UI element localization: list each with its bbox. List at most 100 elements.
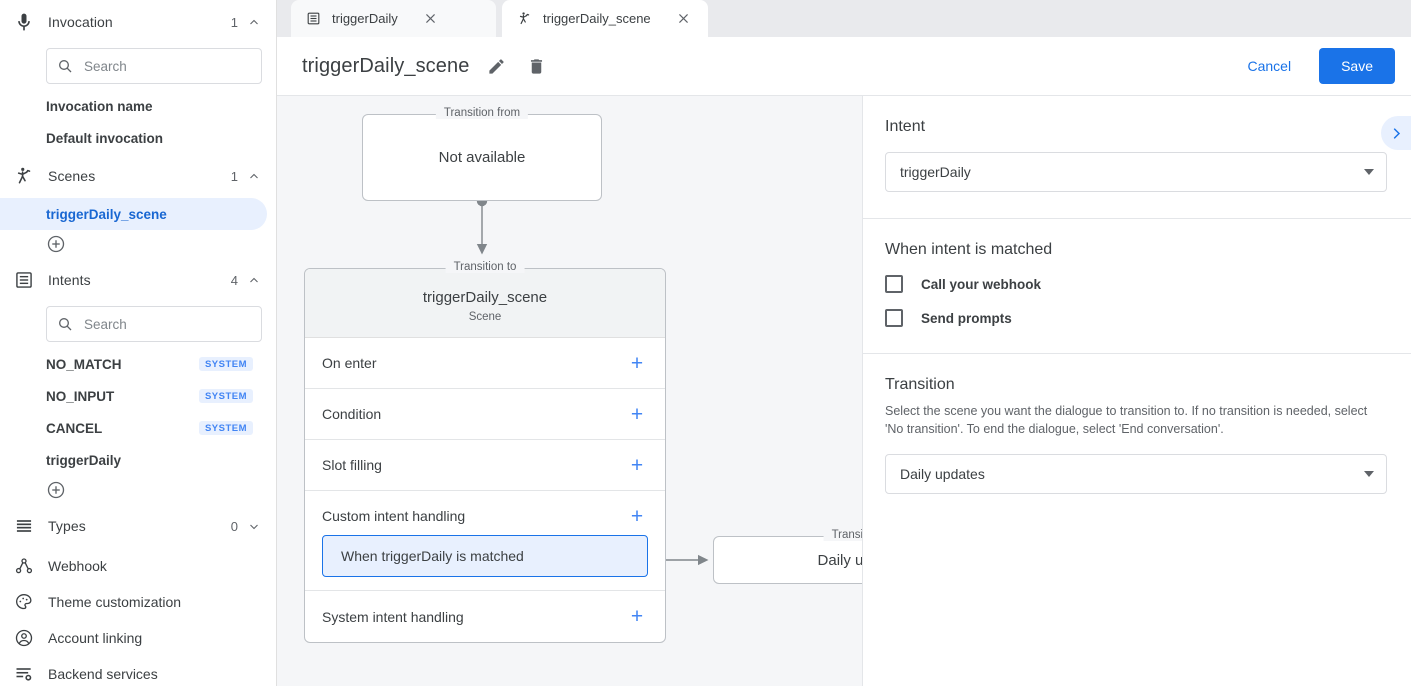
scene-node-subtitle: Scene <box>468 311 502 323</box>
scene-row-slot-filling[interactable]: Slot filling + <box>305 440 665 491</box>
sidebar-section-count: 0 <box>230 518 238 534</box>
sidebar-section-label: Intents <box>48 272 91 288</box>
intents-search-input[interactable] <box>82 315 263 333</box>
sidebar-item-account-linking[interactable]: Account linking <box>0 620 276 656</box>
scene-node-header: triggerDaily_scene Scene <box>305 269 665 338</box>
intent-select[interactable]: triggerDaily <box>885 152 1387 192</box>
chevron-down-icon <box>1364 471 1374 478</box>
intents-search-box[interactable] <box>46 306 263 342</box>
add-slot-filling-icon[interactable]: + <box>630 453 644 477</box>
search-icon <box>59 60 72 73</box>
tab-triggerdaily-scene[interactable]: triggerDaily_scene <box>502 0 708 37</box>
transition-from-node[interactable]: Transition from Not available <box>362 107 602 201</box>
transition-target-value: Daily updates <box>817 551 862 569</box>
intents-search-wrap <box>0 302 276 348</box>
scene-row-condition[interactable]: Condition + <box>305 389 665 440</box>
scene-icon <box>516 10 533 27</box>
sidebar-item-default-invocation[interactable]: Default invocation <box>0 122 267 154</box>
sidebar-item-label: Invocation name <box>46 98 153 114</box>
transition-target-node[interactable]: Transition to Daily updates <box>713 529 862 584</box>
scene-row-label: Condition <box>322 406 382 422</box>
panel-intent-heading: Intent <box>885 118 926 135</box>
scene-row-label: Slot filling <box>322 457 382 473</box>
pencil-icon[interactable] <box>483 53 509 79</box>
sidebar-item-invocation-name[interactable]: Invocation name <box>0 90 267 122</box>
main-area: triggerDaily triggerDaily_scene <box>277 0 1411 686</box>
scene-node[interactable]: Transition to triggerDaily_scene Scene O… <box>304 261 666 643</box>
checkbox-label: Call your webhook <box>921 276 1042 292</box>
invocation-search-input[interactable] <box>82 57 263 75</box>
sidebar-section-count: 1 <box>230 168 238 184</box>
panel-section-intent: Intent triggerDaily <box>863 96 1411 219</box>
add-intent-icon[interactable] <box>46 480 66 500</box>
chevron-up-icon[interactable] <box>248 274 260 286</box>
add-scene-row <box>0 230 276 258</box>
close-icon[interactable] <box>673 8 695 30</box>
sidebar-section-label: Invocation <box>48 14 113 30</box>
chevron-up-icon[interactable] <box>248 16 260 28</box>
chevron-up-icon[interactable] <box>248 170 260 182</box>
status-badge: SYSTEM <box>198 420 253 436</box>
save-button[interactable]: Save <box>1319 48 1395 84</box>
sidebar-section-count: 4 <box>230 272 238 288</box>
tab-label: triggerDaily <box>332 11 398 26</box>
chevron-down-icon[interactable] <box>248 520 260 532</box>
add-intent-row <box>0 476 276 504</box>
scene-row-custom-intent-handling[interactable]: Custom intent handling + <box>305 491 665 535</box>
scene-row-system-intent-handling[interactable]: System intent handling + <box>305 591 665 642</box>
microphone-icon <box>12 10 36 34</box>
transition-target-legend: Transition to <box>823 529 862 541</box>
sidebar-section-label: Types <box>48 518 86 534</box>
page-title: triggerDaily_scene <box>302 54 470 77</box>
sidebar-section-types[interactable]: Types 0 <box>0 504 276 548</box>
intent-handler-chip[interactable]: When triggerDaily is matched <box>322 535 648 577</box>
editor-body: Transition from Not available Transition… <box>277 95 1411 686</box>
scene-row-custom-intent-handling-group: Custom intent handling + When triggerDai… <box>305 491 665 591</box>
sidebar-section-count: 1 <box>230 14 238 30</box>
scene-row-on-enter[interactable]: On enter + <box>305 338 665 389</box>
sidebar-item-cancel[interactable]: CANCEL SYSTEM <box>0 412 267 444</box>
checkbox-row-call-your-webhook[interactable]: Call your webhook <box>885 275 1387 293</box>
search-icon <box>59 318 72 331</box>
sidebar-section-intents[interactable]: Intents 4 <box>0 258 276 302</box>
cancel-button[interactable]: Cancel <box>1235 49 1303 83</box>
close-icon[interactable] <box>420 8 442 30</box>
intent-select-value: triggerDaily <box>900 164 971 180</box>
sidebar-section-label: Scenes <box>48 168 96 184</box>
sidebar-item-theme-customization[interactable]: Theme customization <box>0 584 276 620</box>
sidebar-item-label: Theme customization <box>48 594 182 610</box>
add-custom-intent-icon[interactable]: + <box>630 504 644 528</box>
tab-label: triggerDaily_scene <box>543 11 651 26</box>
sidebar-item-label: NO_INPUT <box>46 388 115 404</box>
checkbox-call-your-webhook[interactable] <box>885 275 903 293</box>
transition-to-legend: Transition to <box>445 261 525 273</box>
tab-triggerdaily[interactable]: triggerDaily <box>291 0 496 37</box>
checkbox-row-send-prompts[interactable]: Send prompts <box>885 309 1387 327</box>
add-on-enter-icon[interactable]: + <box>630 351 644 375</box>
chevron-right-icon[interactable] <box>1381 116 1411 150</box>
trash-icon[interactable] <box>523 53 549 79</box>
checkbox-send-prompts[interactable] <box>885 309 903 327</box>
add-system-intent-icon[interactable]: + <box>630 605 644 628</box>
sidebar-item-backend-services[interactable]: Backend services <box>0 656 276 686</box>
left-sidebar: Invocation 1 Invocation name Default inv… <box>0 0 277 686</box>
scene-row-label: On enter <box>322 355 377 371</box>
sidebar-item-no-match[interactable]: NO_MATCH SYSTEM <box>0 348 267 380</box>
sidebar-item-triggerdaily-scene[interactable]: triggerDaily_scene <box>0 198 267 230</box>
sidebar-section-invocation[interactable]: Invocation 1 <box>0 0 276 44</box>
sidebar-item-triggerdaily[interactable]: triggerDaily <box>0 444 267 476</box>
sidebar-item-webhook[interactable]: Webhook <box>0 548 276 584</box>
scene-canvas[interactable]: Transition from Not available Transition… <box>277 96 862 686</box>
transition-select[interactable]: Daily updates <box>885 454 1387 495</box>
sidebar-item-no-input[interactable]: NO_INPUT SYSTEM <box>0 380 267 412</box>
sidebar-section-scenes[interactable]: Scenes 1 <box>0 154 276 198</box>
status-badge: SYSTEM <box>198 356 253 372</box>
sidebar-item-label: triggerDaily_scene <box>46 206 167 222</box>
scene-icon <box>12 164 36 188</box>
add-condition-icon[interactable]: + <box>630 402 644 426</box>
chevron-down-icon <box>1364 169 1374 175</box>
page-header: triggerDaily_scene Cancel Save <box>277 37 1411 95</box>
add-scene-icon[interactable] <box>46 234 66 254</box>
invocation-search-box[interactable] <box>46 48 263 84</box>
